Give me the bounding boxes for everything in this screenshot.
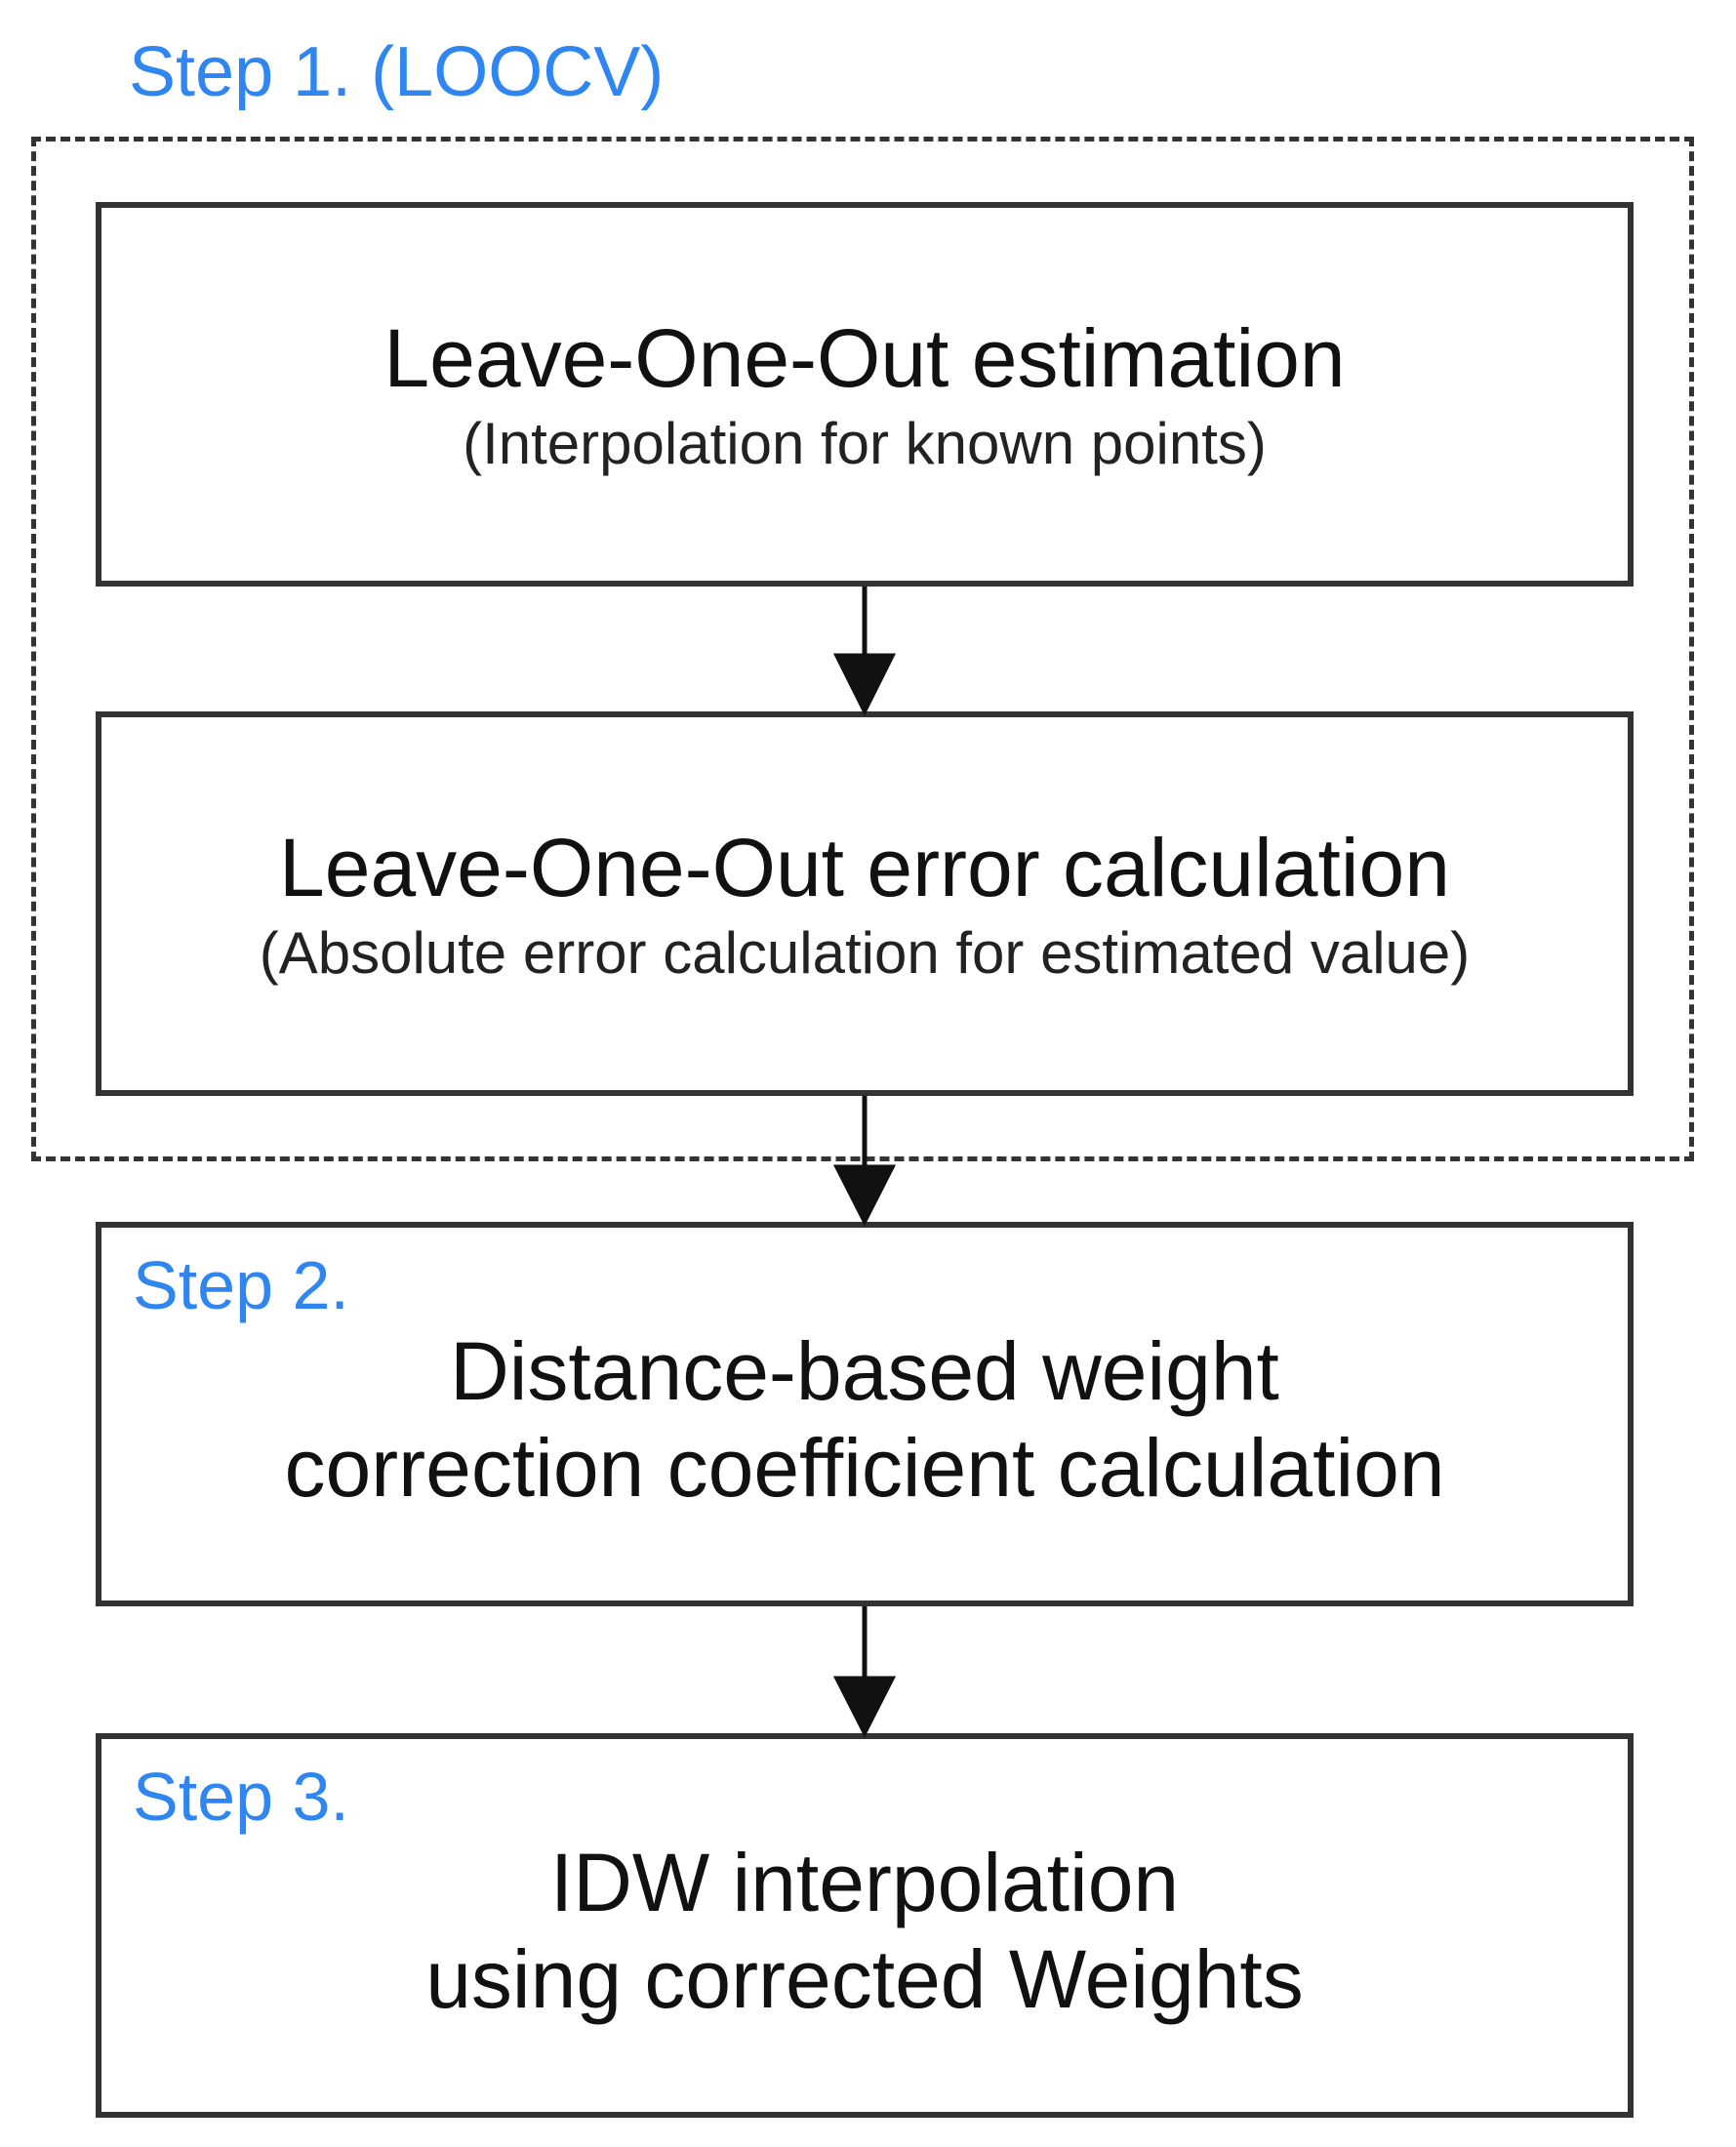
loo-estimation-title: Leave-One-Out estimation [384, 312, 1346, 404]
weight-correction-box: Step 2. Distance-based weight correction… [96, 1222, 1634, 1606]
loo-error-box: Leave-One-Out error calculation (Absolut… [96, 711, 1634, 1096]
idw-interpolation-box: Step 3. IDW interpolation using correcte… [96, 1733, 1634, 2118]
loo-error-subtitle: (Absolute error calculation for estimate… [259, 920, 1471, 987]
loo-error-title: Leave-One-Out error calculation [279, 822, 1450, 913]
weight-correction-title-line-2: correction coefficient calculation [284, 1422, 1445, 1515]
step-3-label: Step 3. [133, 1759, 349, 1835]
weight-correction-title-line-1: Distance-based weight [450, 1325, 1279, 1417]
step-1-label: Step 1. (LOOCV) [129, 33, 665, 111]
loo-estimation-box: Leave-One-Out estimation (Interpolation … [96, 202, 1634, 587]
step-2-label: Step 2. [133, 1247, 349, 1323]
idw-interpolation-title-line-2: using corrected Weights [425, 1933, 1304, 2026]
arrow-step2-to-step3 [832, 1606, 897, 1738]
loo-estimation-subtitle: (Interpolation for known points) [463, 411, 1267, 477]
idw-interpolation-title-line-1: IDW interpolation [549, 1837, 1180, 1928]
